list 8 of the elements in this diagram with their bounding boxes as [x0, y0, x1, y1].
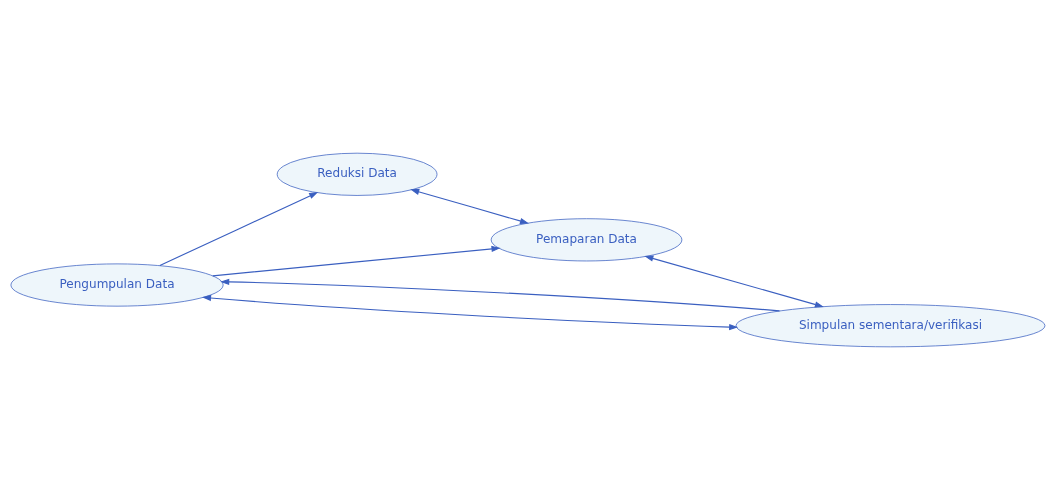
arrow	[202, 294, 739, 330]
arrow	[220, 278, 781, 311]
arrow	[159, 191, 319, 266]
arrow	[644, 254, 824, 308]
node-ellipse: Simpulan sementara/verifikasi	[735, 303, 1046, 347]
node-ellipse: Pengumpulan Data	[10, 263, 224, 307]
arrow	[212, 245, 501, 276]
arrow	[410, 188, 529, 224]
